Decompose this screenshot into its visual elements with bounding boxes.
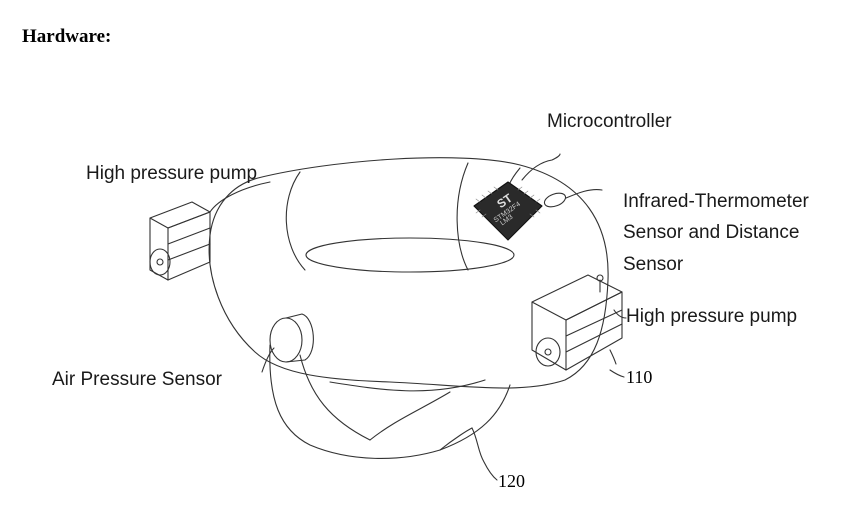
ring-seam-right xyxy=(456,162,469,271)
ring-inner-hole xyxy=(305,237,515,273)
leader-thermometer xyxy=(565,189,603,199)
strap-fold xyxy=(439,427,473,451)
leader-110 xyxy=(609,369,625,378)
label-thermometer-line1: Infrared-Thermometer xyxy=(623,191,809,212)
sensor-face xyxy=(269,317,303,363)
sensor-body xyxy=(285,313,314,363)
right-pump xyxy=(531,274,627,378)
label-pump-right: High pressure pump xyxy=(626,306,798,327)
page-heading: Hardware: xyxy=(22,26,112,47)
label-microcontroller: Microcontroller xyxy=(547,111,672,132)
ring-outer-outline xyxy=(208,157,609,389)
infrared-thermometer-sensor xyxy=(543,189,603,208)
reference-120: 120 xyxy=(498,471,525,491)
leader-microcontroller xyxy=(521,153,561,181)
strap-outline-left xyxy=(269,344,441,459)
leader-air-pressure xyxy=(261,347,275,373)
strap-inner-right xyxy=(329,379,486,392)
ring-seam-left xyxy=(285,171,306,271)
strap-cross xyxy=(369,391,451,441)
leader-pump-right xyxy=(613,309,627,319)
leader-120 xyxy=(471,427,498,481)
label-pump-left: High pressure pump xyxy=(86,163,258,184)
inflatable-ring xyxy=(208,157,609,389)
air-pressure-sensor xyxy=(261,313,314,373)
strap-outline-right xyxy=(439,384,511,451)
microcontroller-chip xyxy=(473,181,543,241)
strap-120 xyxy=(269,344,511,481)
strap-inner-left xyxy=(299,354,371,441)
label-thermometer-line2: Sensor and Distance xyxy=(623,222,800,243)
reference-110: 110 xyxy=(626,367,653,387)
label-thermometer-line3: Sensor xyxy=(623,254,684,275)
leader-pump-left xyxy=(209,181,271,213)
label-air-pressure-sensor: Air Pressure Sensor xyxy=(52,369,223,390)
left-pump xyxy=(149,181,271,281)
